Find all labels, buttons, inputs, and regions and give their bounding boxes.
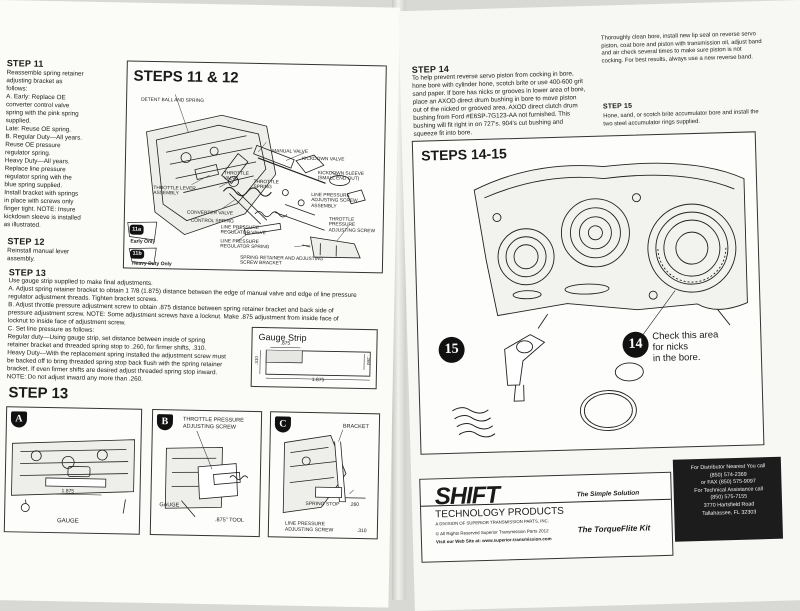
contact-text: For Distributor Nearest You call(850) 57… bbox=[679, 463, 778, 519]
valve-body-drawing bbox=[124, 61, 386, 272]
badge-11a: 11a bbox=[129, 224, 144, 235]
label-throttle-pressure-screw: THROTTLE PRESSURE ADJUSTING SCREW bbox=[328, 217, 376, 235]
gauge-strip-box: Gauge Strip .875 1.875 .310 .260 bbox=[250, 326, 378, 390]
label-kickdown-sleeve: KICKDOWN SLEEVE (SMALL END OUT) bbox=[317, 171, 365, 183]
step15-text: Hone, sand, or scotch brite accumulator … bbox=[603, 108, 797, 128]
step12-line: assembly. bbox=[6, 255, 35, 263]
step13-heading: STEP 13 bbox=[8, 267, 47, 278]
label-line-pressure-screw: LINE PRESSURE ADJUSTING SCREW ASSEMBLY bbox=[311, 193, 358, 210]
step12-heading: STEP 12 bbox=[7, 236, 45, 247]
panel-b: B THROTTLE PRESSURE ADJUSTING SCREW GAUG… bbox=[149, 408, 263, 538]
step11-heading: STEP 11 bbox=[6, 58, 44, 69]
gauge-d1875: 1.875 bbox=[311, 377, 325, 384]
gauge-d310: .310 bbox=[253, 356, 260, 365]
panel-a: A 1.875 GAUGE bbox=[3, 406, 143, 535]
case-bore-drawing bbox=[413, 132, 764, 453]
panel-c-stop: SPRING STOP bbox=[305, 500, 340, 508]
label-lpr-spring: LINE PRESSURE REGULATOR SPRING bbox=[220, 239, 270, 251]
gauge-strip-drawing bbox=[252, 328, 377, 388]
brand-kit: The TorqueFlite Kit bbox=[577, 523, 651, 535]
servo-text: Thoroughly clean bore, install new lip s… bbox=[601, 30, 796, 65]
panel-b-gauge: GAUGE bbox=[159, 502, 180, 509]
panel-c: C BRACKET SPRING STOP .260 LINE PRESSURE… bbox=[267, 411, 381, 540]
panel-c-drawing bbox=[269, 412, 379, 538]
panel-a-gauge: GAUGE bbox=[56, 518, 79, 525]
contact-box: For Distributor Nearest You call(850) 57… bbox=[672, 456, 784, 542]
brand-web: Visit our Web Site at: www.superior-tran… bbox=[435, 536, 552, 545]
brand-tagline: The Simple Solution bbox=[576, 489, 640, 499]
label-manual-valve: MANUAL VALVE bbox=[272, 149, 309, 155]
label-spring-retainer: SPRING RETAINER AND ADJUSTING SCREW BRAC… bbox=[239, 255, 324, 267]
gauge-d875: .875 bbox=[280, 340, 291, 347]
panel-a-drawing bbox=[5, 407, 141, 534]
brand-box: SHIFT The Simple Solution TECHNOLOGY PRO… bbox=[419, 471, 674, 563]
right-page: STEP 14 To help prevent reverse servo pi… bbox=[398, 0, 800, 611]
label-kickdown-valve: KICKDOWN VALVE bbox=[301, 156, 345, 163]
label-lpr-valve: LINE PRESSURE REGULATOR VALVE bbox=[220, 225, 267, 237]
step14-text: To help prevent reverse servo piston fro… bbox=[412, 70, 598, 139]
label-converter-valve: CONVERTER VALVE bbox=[186, 210, 234, 217]
label-throttle-valve: THROTTLE VALVE bbox=[223, 171, 250, 183]
panel-b-drawing bbox=[151, 410, 261, 536]
label-throttle-spring: THROTTLE SPRING bbox=[253, 179, 279, 191]
panel-c-line: LINE PRESSURE ADJUSTING SCREW bbox=[284, 520, 334, 534]
step13-big-heading: STEP 13 bbox=[8, 384, 69, 403]
gauge-d260: .260 bbox=[365, 356, 372, 366]
label-throttle-lever: THROTTLE LEVER ASSEMBLY bbox=[153, 185, 196, 197]
panel-c-d260: .260 bbox=[349, 501, 360, 508]
label-heavy-duty-only: Heavy Duty Only bbox=[131, 260, 172, 268]
step15-heading: STEP 15 bbox=[602, 102, 633, 111]
brand-copyright: © All Rights Reserved Superior Transmiss… bbox=[435, 528, 549, 537]
panel-c-d310: .310 bbox=[356, 527, 367, 535]
label-control-spring: CONTROL SPRING bbox=[190, 218, 234, 225]
step11-line: as illustrated. bbox=[3, 221, 41, 229]
label-early-only: Early Only bbox=[130, 238, 156, 246]
panel-a-dim: 1.875 bbox=[61, 488, 75, 495]
figure-steps-11-12: STEPS 11 & 12 bbox=[122, 60, 387, 274]
badge-11b: 11b bbox=[130, 249, 145, 259]
contact-line: Tallahassee, FL 32303 bbox=[702, 508, 757, 517]
figure-steps-14-15: STEPS 14-15 15 14 Chec bbox=[411, 131, 765, 455]
panel-b-tool: .875" TOOL bbox=[214, 517, 245, 524]
